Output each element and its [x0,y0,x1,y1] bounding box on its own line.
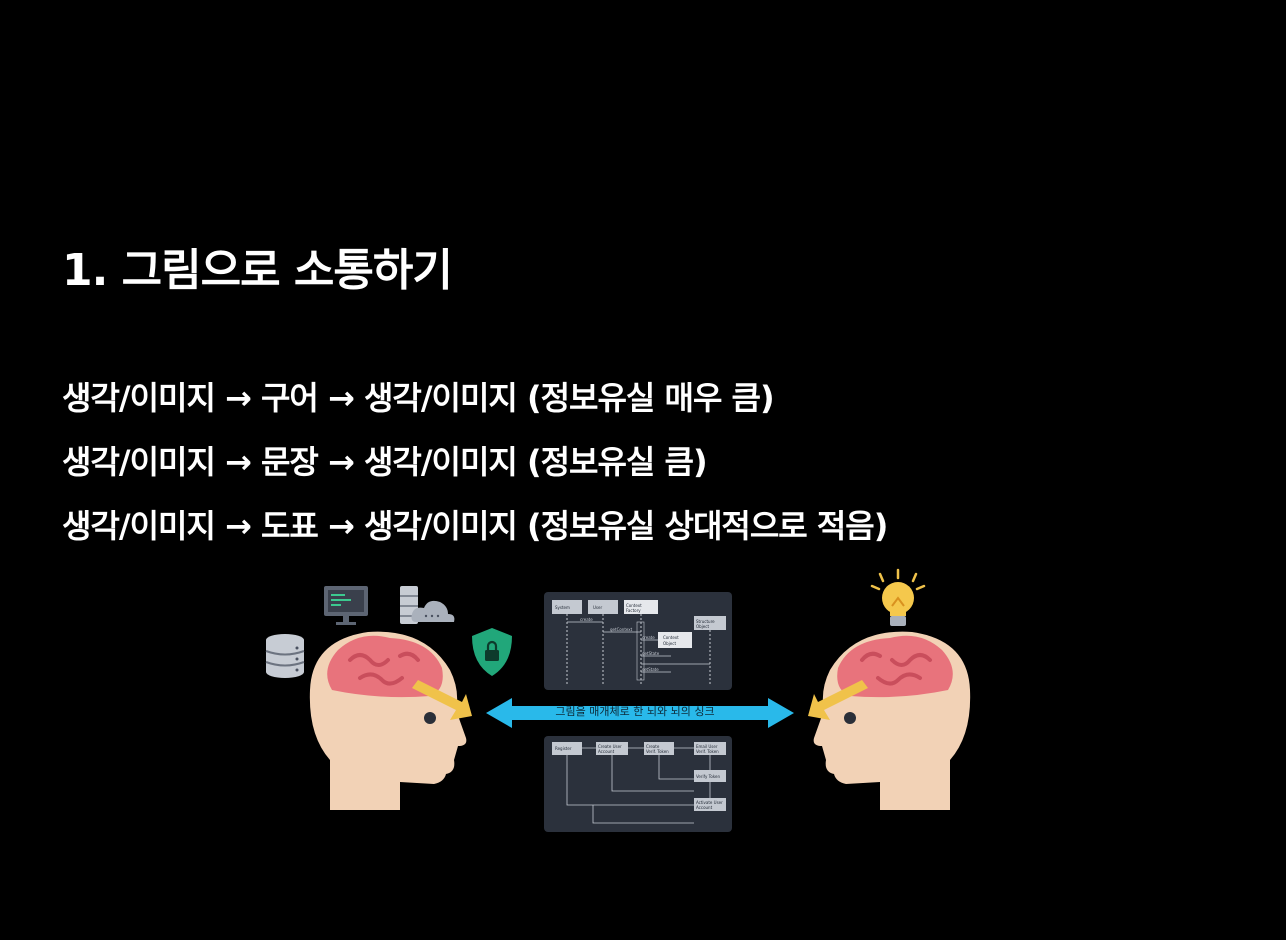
comparison-line-diagram: 생각/이미지 → 도표 → 생각/이미지 (정보유실 상대적으로 적음) [62,507,888,545]
svg-text:Account: Account [696,805,713,810]
left-eye [424,712,436,724]
lightbulb-icon [870,568,926,626]
svg-text:getState: getState [642,651,660,656]
comparison-list: 생각/이미지 → 구어 → 생각/이미지 (정보유실 매우 큼) 생각/이미지 … [62,370,888,562]
svg-text:Register: Register [555,746,572,751]
svg-text:Object: Object [663,641,676,646]
svg-text:Email User: Email User [696,744,718,749]
left-brain [327,635,443,698]
sync-arrow [486,698,794,728]
svg-text:setState: setState [642,667,659,672]
svg-text:create: create [642,635,655,640]
svg-text:Account: Account [598,749,615,754]
svg-text:Verify Token: Verify Token [696,774,720,779]
svg-text:create: create [580,617,593,622]
left-beam [412,680,472,720]
svg-text:System: System [555,605,570,610]
svg-text:Context: Context [663,635,679,640]
svg-text:Verif. Token: Verif. Token [646,749,669,754]
shield-lock-icon [472,628,512,676]
svg-text:Activate User: Activate User [696,800,723,805]
svg-text:getContext: getContext [610,627,633,632]
svg-text:Create: Create [646,744,660,749]
svg-text:Create User: Create User [598,744,622,749]
svg-text:Verif. Token: Verif. Token [696,749,719,754]
svg-text:Object: Object [696,624,709,629]
svg-text:Structure: Structure [696,619,715,624]
comparison-line-writing: 생각/이미지 → 문장 → 생각/이미지 (정보유실 큼) [62,443,708,481]
svg-text:Context: Context [626,603,642,608]
left-head [309,631,472,810]
slide-title: 1. 그림으로 소통하기 [62,245,453,296]
svg-text:Factory: Factory [626,608,641,613]
server-cloud-icon [400,586,455,624]
monitor-icon [324,586,368,625]
comparison-line-speech: 생각/이미지 → 구어 → 생각/이미지 (정보유실 매우 큼) [62,379,775,417]
svg-text:User: User [593,605,602,610]
database-icon [265,634,305,678]
right-head [808,631,971,810]
sync-arrow-label: 그림을 매개체로 한 뇌와 뇌의 싱크 [555,705,715,718]
